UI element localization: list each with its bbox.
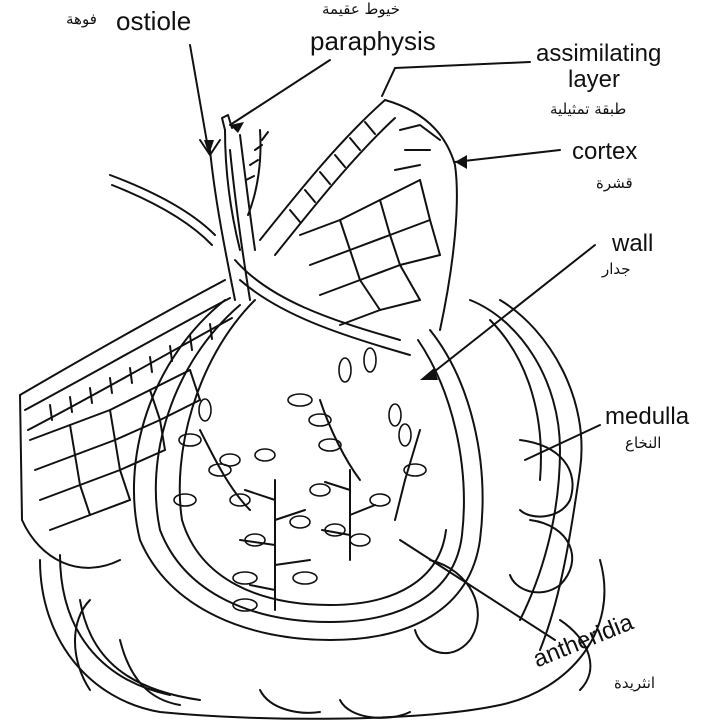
leader-lines [190,45,600,640]
antheridia [174,348,426,611]
assimilating-layer-label-line2: layer [568,68,620,92]
ostiole-leader [190,45,208,148]
paraphysis-label: paraphysis [310,28,436,54]
medulla-filaments [40,300,604,719]
cortex-label-arabic: قشرة [596,176,633,191]
wall-leader [430,245,595,375]
assimilating-layer-label-arabic: طبقة تمثيلية [550,102,626,117]
right-cortex [260,100,457,330]
cortex-label: cortex [572,140,637,164]
assimilating-layer-label-line1: assimilating [536,42,661,66]
cortex-arrowhead [455,155,467,169]
ostiole-label: ostiole [116,8,191,34]
ostiole-canal [200,140,250,300]
medulla-label-arabic: النخاع [625,436,661,451]
medulla-label: medulla [605,405,689,429]
paraphysis-label-arabic: خيوط عقيمة [322,2,400,17]
ostiole-label-arabic: فوهة [66,12,97,27]
assimilating-layer-leader [382,62,530,96]
antheridia-label-arabic: انثريدة [614,676,655,691]
paraphyses [110,115,268,250]
cortex-leader [455,150,560,162]
wall-label: wall [612,232,653,256]
paraphysis-leader [230,60,330,125]
wall-label-arabic: جدار [602,262,631,277]
